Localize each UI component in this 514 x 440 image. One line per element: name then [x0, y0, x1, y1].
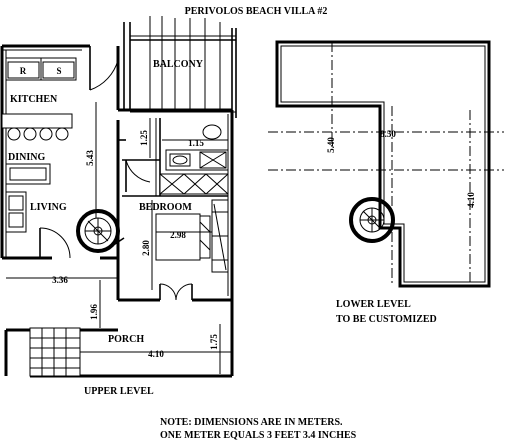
kitchen-counter [5, 57, 77, 81]
kitchen-bar [1, 113, 73, 141]
room-label-kitchen: KITCHEN [10, 94, 58, 105]
room-label-dining: DINING [8, 152, 45, 163]
upper-level-plan: BALCONY [0, 16, 237, 397]
appliance-sink: S [56, 66, 61, 76]
lower-level-caption-line1: LOWER LEVEL [336, 299, 411, 310]
room-label-porch: PORCH [108, 334, 144, 345]
dim-5-43: 5.43 [85, 150, 95, 166]
dim-5-40: 5.40 [326, 137, 336, 153]
kitchen-door [89, 46, 119, 91]
dim-4-10-lower: 4.10 [466, 192, 476, 208]
note-line-1: NOTE: DIMENSIONS ARE IN METERS. [160, 417, 343, 428]
dim-2-80: 2.80 [141, 240, 151, 256]
room-label-living: LIVING [30, 202, 67, 213]
lower-level-caption-line2: TO BE CUSTOMIZED [336, 314, 437, 325]
exterior-walls [0, 44, 234, 302]
lower-level-plan: 8.50 5.40 4.10 LOWER LEVEL TO BE CUSTOMI… [268, 40, 504, 325]
living-door [39, 227, 71, 259]
dim-4-10-upper: 4.10 [148, 349, 164, 359]
upper-dimension-lines [6, 102, 232, 374]
living-sofa [5, 191, 27, 233]
drawing-title: PERIVOLOS BEACH VILLA #2 [185, 6, 328, 17]
bedroom-closet [211, 199, 229, 273]
note-line-2: ONE METER EQUALS 3 FEET 3.4 INCHES [160, 430, 357, 440]
dim-1-15: 1.15 [188, 138, 204, 148]
appliance-range: R [20, 66, 27, 76]
bedroom-wardrobe [159, 173, 229, 195]
room-label-balcony: BALCONY [153, 59, 204, 70]
dim-1-75: 1.75 [209, 334, 219, 350]
spiral-stair-upper [76, 209, 125, 253]
dining-sofa [5, 163, 51, 185]
balcony-railing [123, 16, 237, 118]
bathroom [165, 124, 229, 171]
dim-3-36: 3.36 [52, 275, 68, 285]
bedroom-bed [155, 213, 211, 261]
dim-2-98: 2.98 [170, 230, 186, 240]
dim-1-96: 1.96 [89, 304, 99, 320]
dim-1-25: 1.25 [139, 130, 149, 146]
bedroom-french-doors [159, 283, 193, 301]
bathroom-door [125, 159, 151, 192]
dim-8-50: 8.50 [380, 129, 396, 139]
porch-steps [29, 327, 81, 377]
room-label-bedroom: BEDROOM [139, 202, 192, 213]
spiral-stair-lower [349, 197, 395, 243]
upper-level-caption: UPPER LEVEL [84, 386, 154, 397]
